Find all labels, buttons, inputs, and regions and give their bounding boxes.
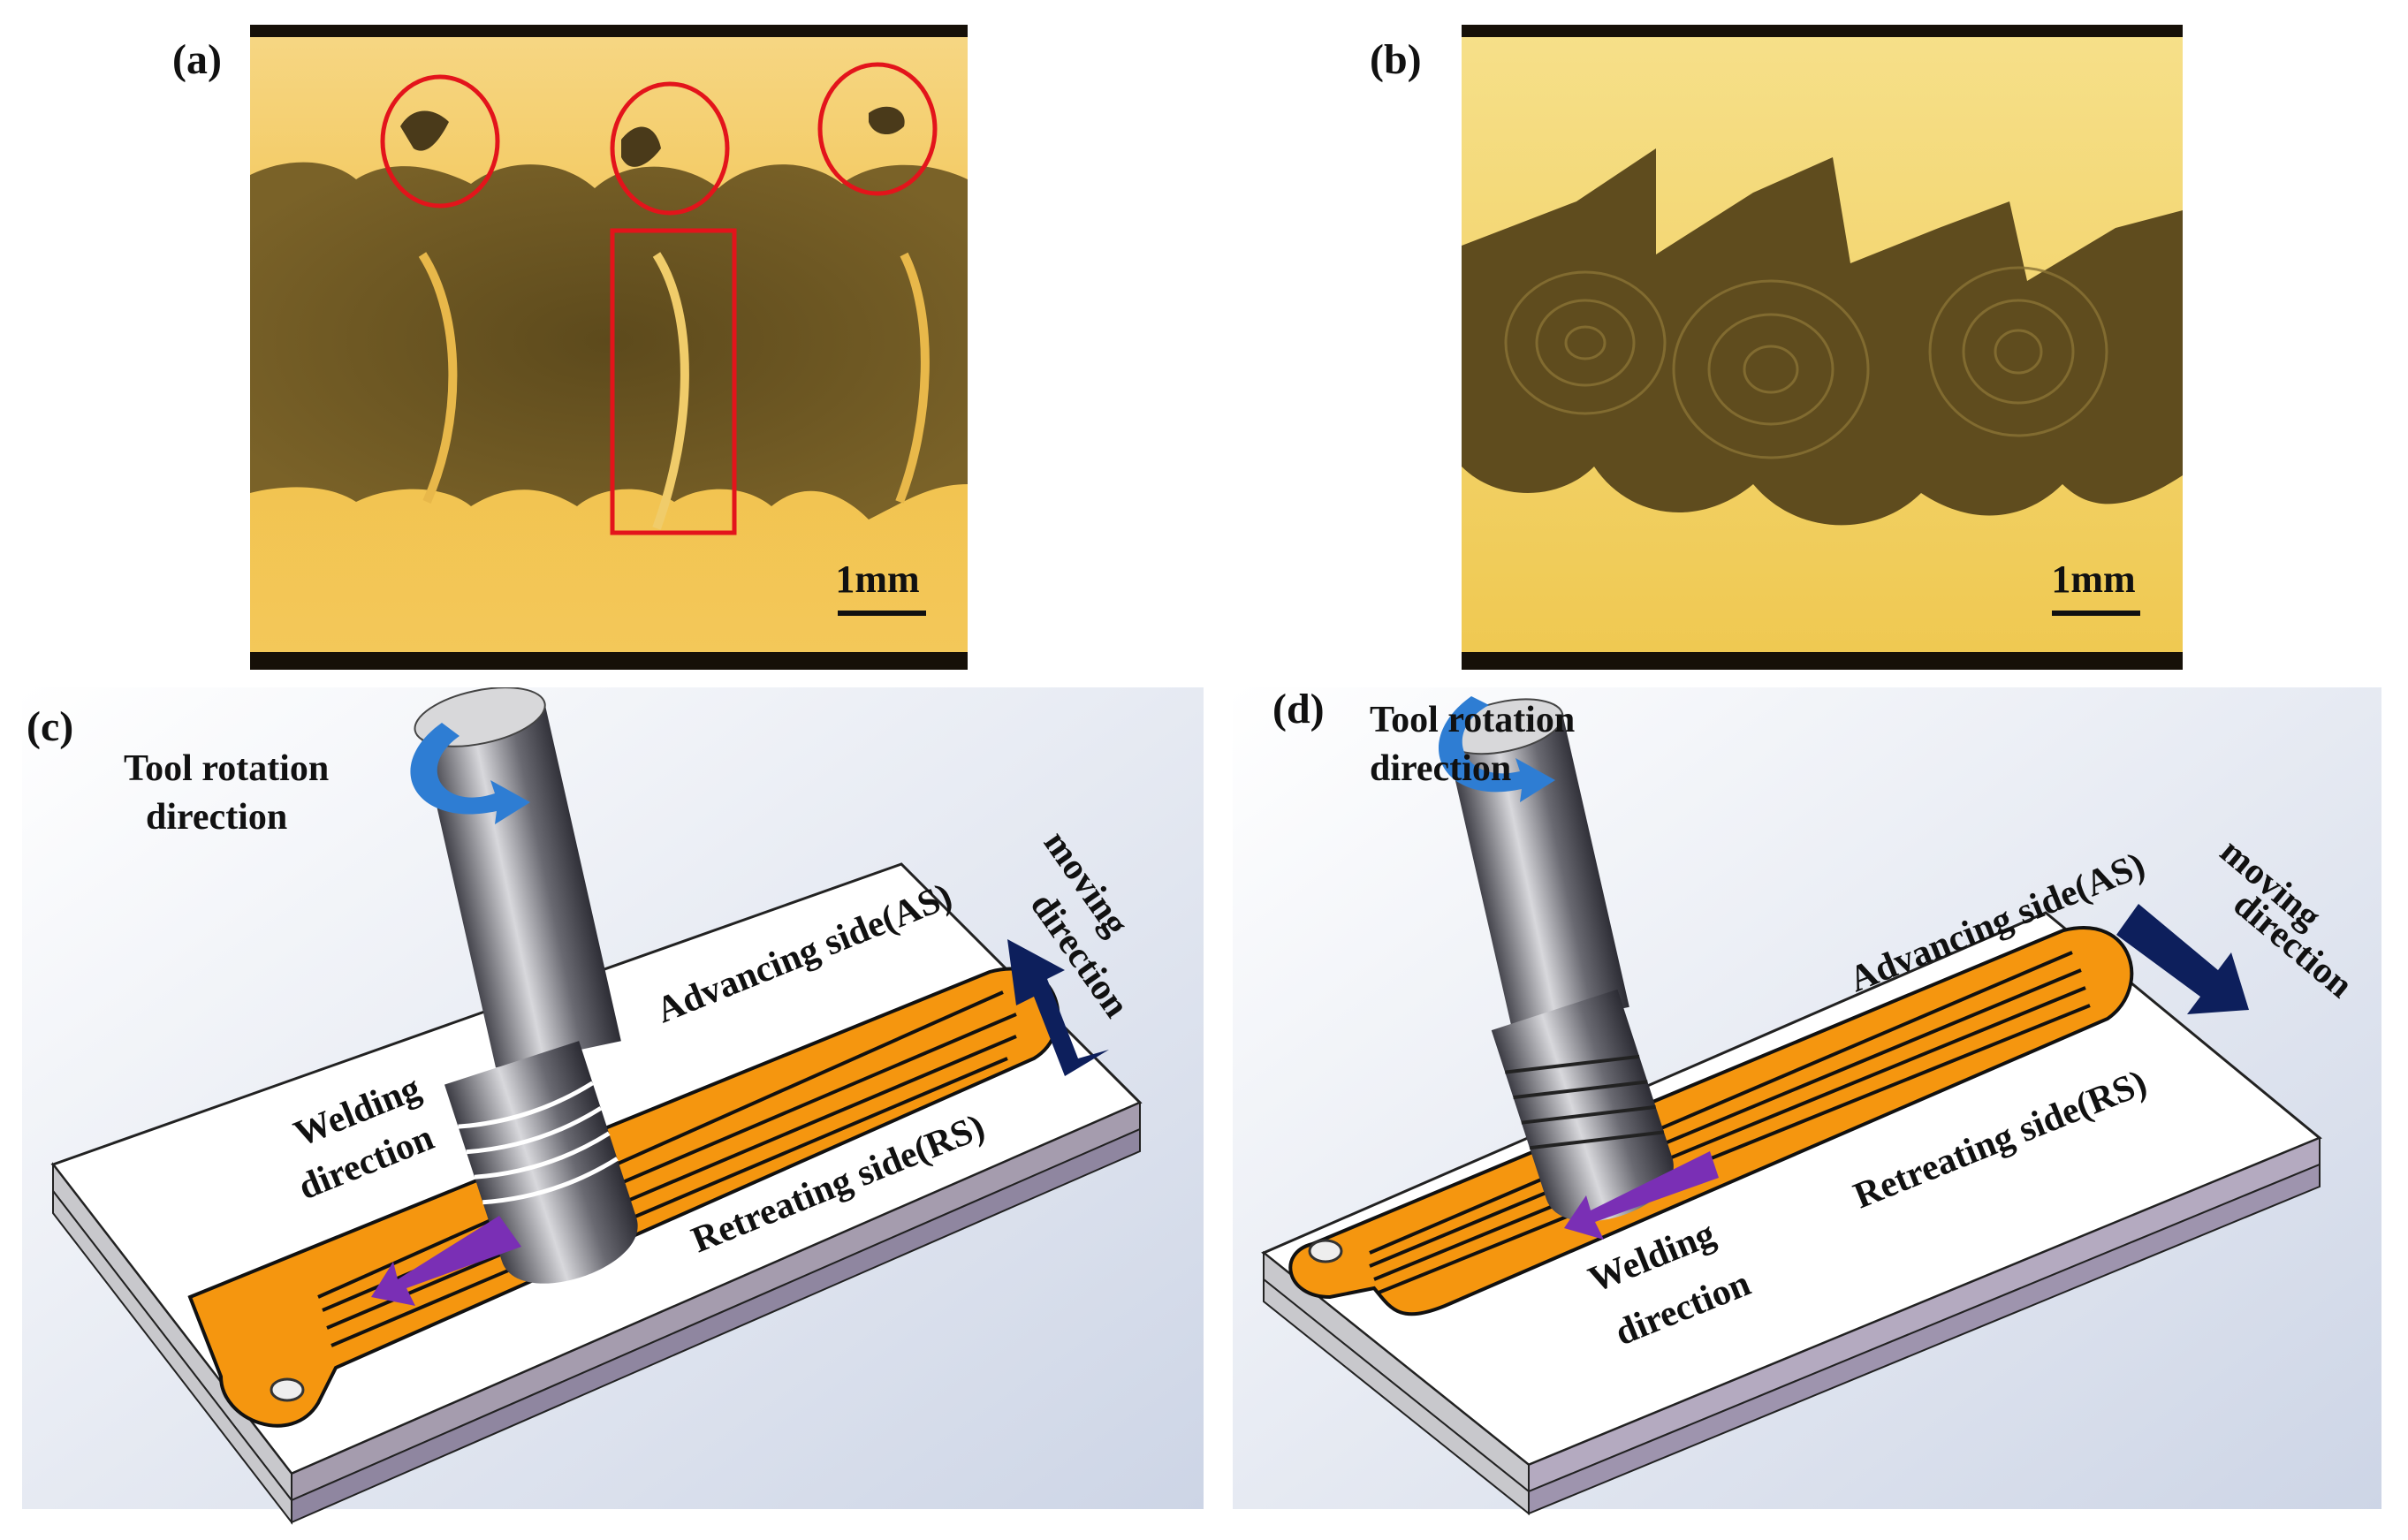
welding-arrow — [371, 1216, 521, 1306]
rotation-arrow — [1438, 696, 1555, 802]
tool-rotation-text-1: Tool rotation — [124, 748, 329, 789]
panel-a-label: (a) — [172, 36, 222, 83]
tool-rotation-text-1: Tool rotation — [1370, 700, 1575, 740]
scale-bar-b — [2052, 611, 2140, 616]
defect-circle — [380, 74, 500, 209]
moving-arrow — [1007, 939, 1109, 1076]
panel-d-label: (d) — [1272, 687, 1325, 732]
highlight-rectangle — [610, 228, 737, 535]
panel-c-label: (c) — [27, 703, 73, 750]
schematic-c: (c) — [0, 687, 1204, 1540]
rotation-arrow — [410, 723, 530, 824]
micrograph-b: 1mm — [1462, 25, 2183, 670]
schematic-d: (d) — [1224, 687, 2408, 1540]
micrograph-a: 1mm — [250, 25, 968, 670]
panel-b-label: (b) — [1370, 36, 1422, 83]
moving-arrow — [2116, 904, 2249, 1014]
defect-circle — [610, 81, 730, 216]
defect-circle — [817, 62, 938, 196]
tool-rotation-text-2: direction — [146, 797, 287, 838]
scale-bar-a — [838, 611, 926, 616]
scale-bar-label-b: 1mm — [2051, 558, 2135, 601]
scale-bar-label-a: 1mm — [835, 558, 919, 601]
exit-hole — [1308, 1239, 1343, 1263]
tool-rotation-text-2: direction — [1370, 748, 1511, 789]
weld-path — [1288, 926, 2134, 1316]
fsw-tool — [1443, 698, 1674, 1222]
exit-hole — [270, 1377, 305, 1402]
welding-arrow — [1564, 1151, 1719, 1240]
